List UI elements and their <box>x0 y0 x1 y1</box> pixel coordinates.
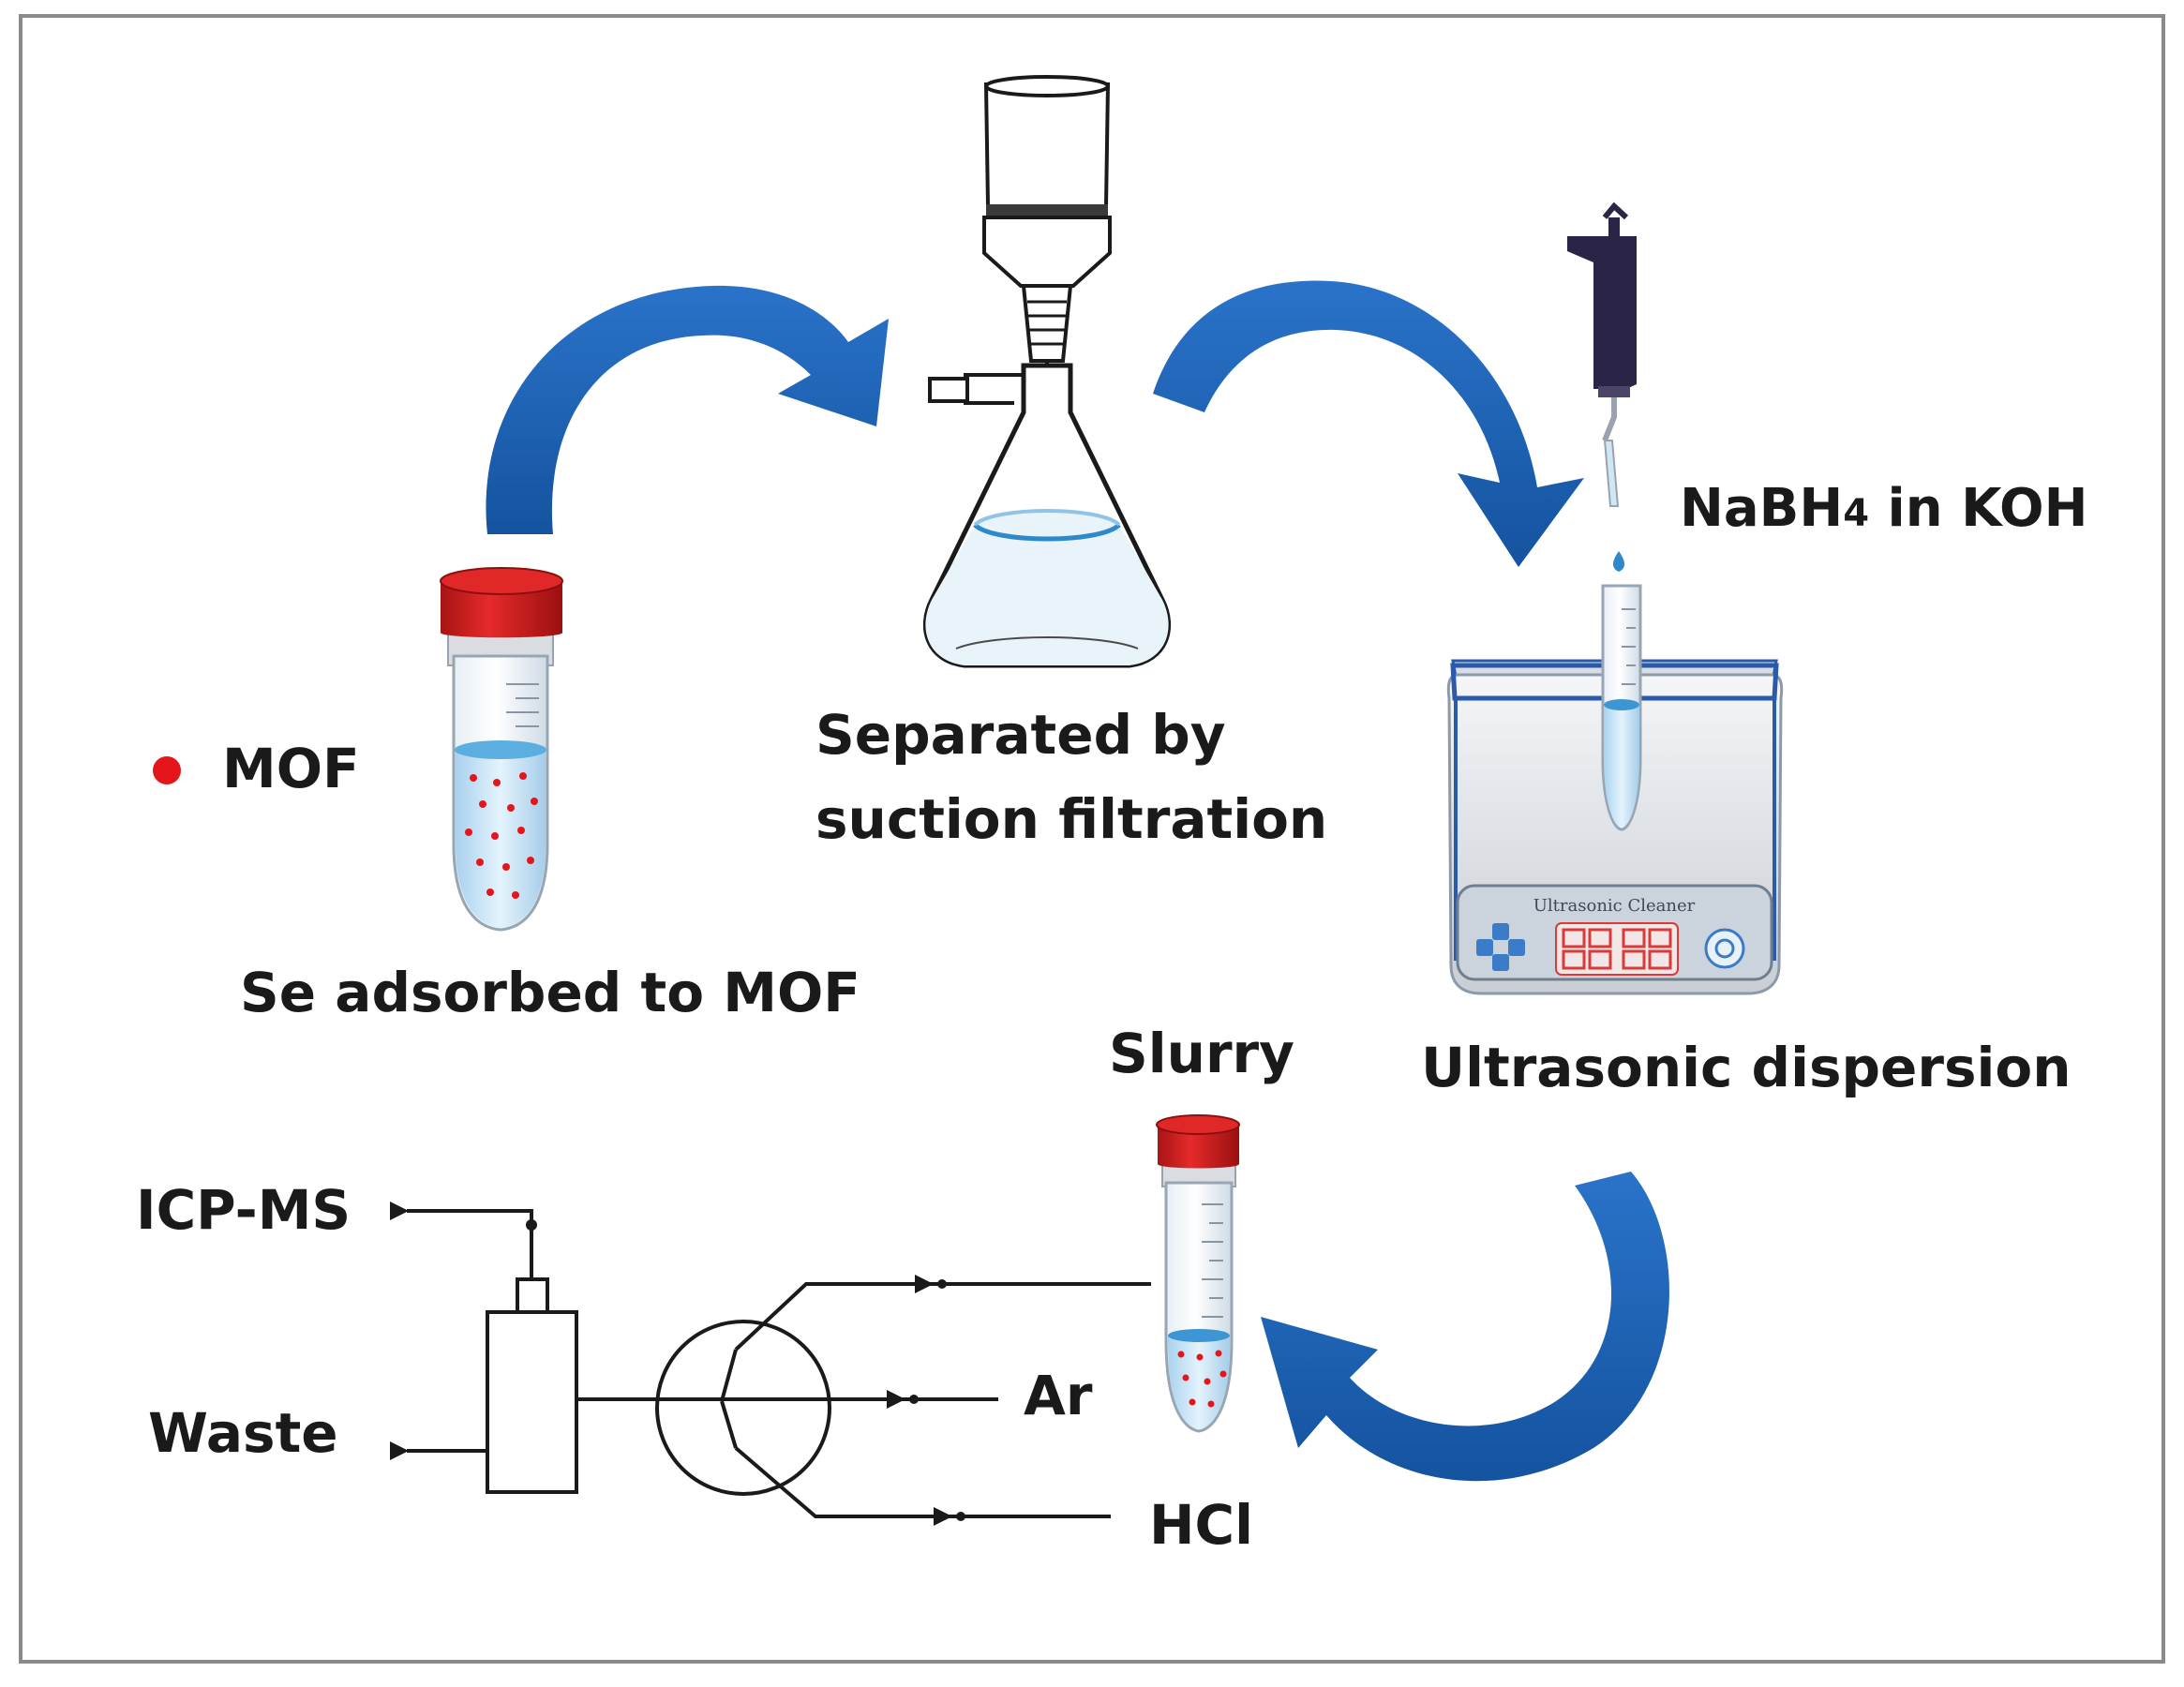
flow-nodes <box>526 1219 965 1521</box>
slurry-label: Slurry <box>1109 1022 1294 1085</box>
arrow-filtration-to-ultrasonic <box>1153 280 1584 567</box>
nabh4-subscript: 4 <box>1843 492 1870 535</box>
suction-filtration-apparatus <box>922 75 1172 668</box>
nabh4-rest: in KOH <box>1869 478 2088 539</box>
nabh4-main: NaBH <box>1680 478 1844 539</box>
gas-liquid-separator <box>486 1310 578 1494</box>
diagram-frame <box>19 14 2165 1664</box>
cleaner-panel-label: Ultrasonic Cleaner <box>1533 896 1696 916</box>
arrow-ultrasonic-to-slurry <box>1261 1172 1669 1482</box>
nabh4-label: NaBH4 in KOH <box>1680 483 2087 535</box>
arrow-adsorb-to-filtration <box>486 285 889 534</box>
icp-ms-label: ICP-MS <box>136 1178 352 1242</box>
se-adsorbed-label: Se adsorbed to MOF <box>240 961 860 1024</box>
flow-schematic <box>390 1202 1151 1526</box>
hcl-label: HCl <box>1149 1493 1253 1557</box>
separated-label: Separated by suction filtration <box>815 694 1340 862</box>
separated-line-1: Separated by <box>815 703 1226 767</box>
pipette <box>1567 202 1637 572</box>
mixing-valve <box>655 1320 831 1496</box>
slurry-tube <box>1156 1114 1240 1433</box>
mof-legend-label: MOF <box>222 737 360 800</box>
ultrasonic-bath: Ultrasonic Cleaner <box>1446 584 1784 995</box>
ultrasonic-dispersion-label: Ultrasonic dispersion <box>1421 1036 2072 1099</box>
ar-label: Ar <box>1024 1364 1093 1427</box>
mof-legend-dot <box>153 756 181 784</box>
waste-label: Waste <box>148 1401 338 1465</box>
centrifuge-tube-mof <box>440 567 563 932</box>
separated-line-2: suction filtration <box>815 786 1328 851</box>
